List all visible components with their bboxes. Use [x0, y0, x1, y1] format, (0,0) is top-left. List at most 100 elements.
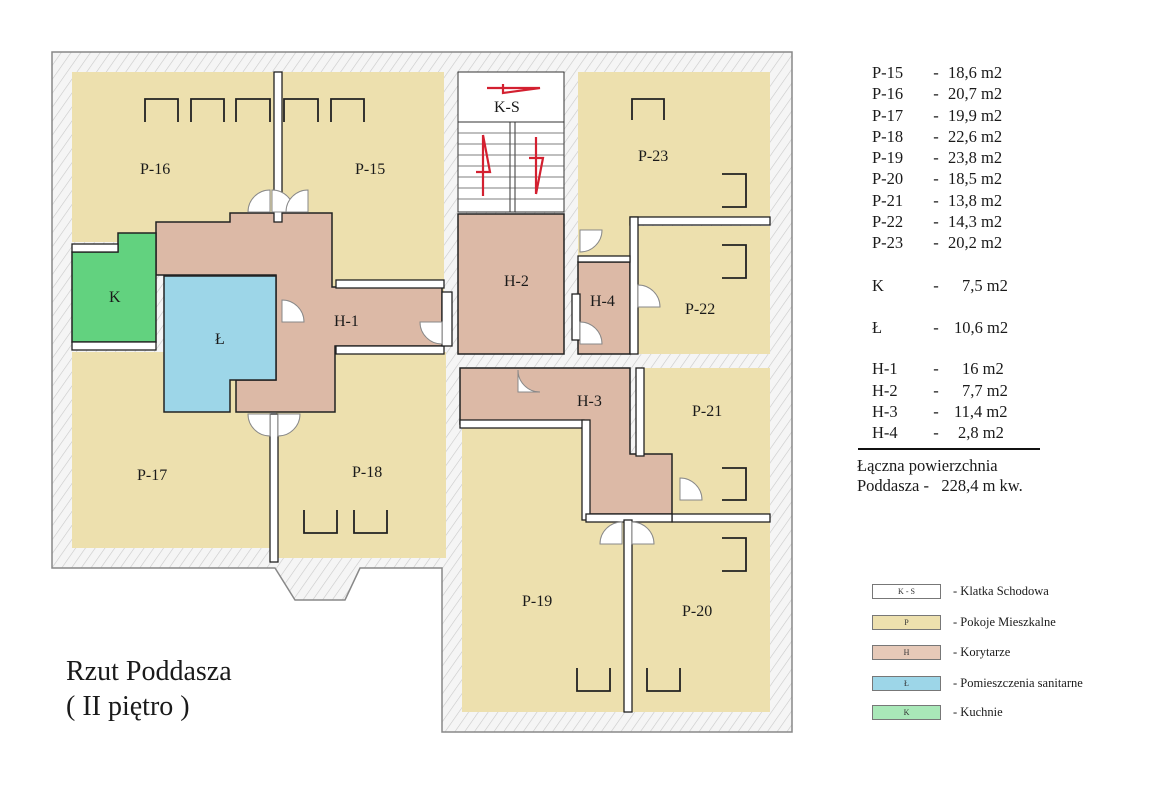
- area-code: H-2: [872, 380, 898, 400]
- label-ks: K-S: [494, 99, 520, 116]
- door-swings: [247, 189, 703, 545]
- area-row: P-19 -23,8 m2: [872, 147, 1042, 168]
- area-value: 14,3 m2: [948, 212, 1003, 232]
- area-code: P-18: [872, 126, 904, 146]
- hall-h2: [457, 213, 565, 355]
- label-p22: P-22: [685, 301, 715, 318]
- label-p17: P-17: [137, 467, 167, 484]
- area-dash: -: [933, 380, 939, 400]
- total-value: Poddasza - 228,4 m kw.: [857, 476, 1023, 495]
- area-code: P-17: [872, 105, 904, 125]
- legend-label: - Kuchnie: [953, 705, 1003, 719]
- area-row: P-23 -20,2 m2: [872, 232, 1042, 253]
- legend-label: - Klatka Schodowa: [953, 584, 1049, 598]
- label-h1: H-1: [334, 313, 359, 330]
- area-value: 18,5 m2: [948, 169, 1003, 189]
- label-p21: P-21: [692, 403, 722, 420]
- area-code: P-22: [872, 212, 904, 232]
- area-value: 11,4 m2: [954, 401, 1008, 421]
- legend-item-rooms: P - Pokoje Mieszkalne: [872, 615, 1056, 630]
- kitchen-bath: [71, 232, 277, 413]
- legend-swatch: K: [872, 705, 941, 720]
- area-code: P-23: [872, 233, 904, 253]
- room-p23: [578, 72, 770, 217]
- area-dash: -: [933, 423, 939, 443]
- area-row-kitchen: K - 7,5 m2: [872, 275, 1042, 296]
- label-p20: P-20: [682, 603, 712, 620]
- label-h3: H-3: [577, 393, 602, 410]
- area-code: Ł: [872, 317, 883, 337]
- legend-item-kitchens: K - Kuchnie: [872, 705, 1003, 720]
- room-labels: P-16 P-15 K Ł H-1 P-17 P-18 K-S H-2 H-4 …: [109, 99, 722, 620]
- area-row: P-15 -18,6 m2: [872, 62, 1042, 83]
- area-dash: -: [933, 190, 939, 210]
- area-value: 10,6 m2: [954, 317, 1009, 337]
- area-row: H-1 - 16 m2: [872, 358, 1042, 379]
- area-dash: -: [933, 401, 939, 421]
- area-value: 20,7 m2: [948, 84, 1003, 104]
- stairwell: [457, 71, 565, 213]
- area-value: 19,9 m2: [948, 105, 1003, 125]
- area-row: P-22 -14,3 m2: [872, 211, 1042, 232]
- area-row: P-20 -18,5 m2: [872, 168, 1042, 189]
- area-dash: -: [933, 359, 939, 379]
- area-row: P-18 -22,6 m2: [872, 126, 1042, 147]
- label-p23: P-23: [638, 148, 668, 165]
- floor-plan: P-16 P-15 K Ł H-1 P-17 P-18 K-S H-2 H-4 …: [51, 51, 793, 733]
- legend-swatch: K - S: [872, 584, 941, 599]
- label-p16: P-16: [140, 161, 170, 178]
- area-dash: -: [933, 63, 939, 82]
- room-p16: [72, 72, 278, 232]
- area-code: P-20: [872, 169, 904, 189]
- area-value: 16 m2: [962, 359, 1004, 379]
- label-h2: H-2: [504, 273, 529, 290]
- area-code: H-1: [872, 359, 898, 379]
- legend-swatch: P: [872, 615, 941, 630]
- total-divider: [858, 448, 1040, 450]
- area-value: 22,6 m2: [948, 126, 1003, 146]
- plan-title: Rzut Poddasza ( II piętro ): [66, 654, 232, 724]
- area-value: 13,8 m2: [948, 190, 1003, 210]
- area-value: 23,8 m2: [948, 148, 1003, 168]
- label-p15: P-15: [355, 161, 385, 178]
- total-area: Łączna powierzchnia Poddasza - 228,4 m k…: [857, 456, 1023, 496]
- area-dash: -: [933, 169, 939, 189]
- stair-arrow-icons: [476, 84, 545, 196]
- area-table: P-15-18,6 m2 P-16-20,7 m2 P-17-19,9 m2 P…: [872, 62, 1042, 443]
- area-dash: -: [933, 275, 939, 295]
- area-dash: -: [933, 105, 939, 125]
- area-row-bath: Ł -10,6 m2: [872, 317, 1042, 338]
- area-dash: -: [933, 126, 939, 146]
- furniture-marks: [144, 98, 747, 692]
- area-row: P-21 -13,8 m2: [872, 190, 1042, 211]
- total-label: Łączna powierzchnia: [857, 456, 998, 475]
- area-dash: -: [933, 148, 939, 168]
- legend-label: - Korytarze: [953, 645, 1011, 659]
- legend-swatch: Ł: [872, 676, 941, 691]
- area-row: H-4-2,8 m2: [872, 422, 1042, 443]
- label-p18: P-18: [352, 464, 382, 481]
- area-value: 2,8 m2: [958, 423, 1004, 443]
- area-dash: -: [933, 84, 939, 104]
- area-dash: -: [933, 212, 939, 232]
- area-row: H-3 -11,4 m2: [872, 401, 1042, 422]
- area-value: 20,2 m2: [948, 233, 1003, 253]
- area-code: P-21: [872, 190, 904, 210]
- area-code: P-19: [872, 148, 904, 168]
- inner-walls: [71, 71, 771, 713]
- label-p19: P-19: [522, 593, 552, 610]
- area-dash: -: [933, 317, 939, 337]
- area-code: P-15: [872, 63, 904, 82]
- area-value: 7,7 m2: [962, 380, 1008, 400]
- legend-item-stairs: K - S - Klatka Schodowa: [872, 584, 1049, 599]
- area-code: K: [872, 275, 884, 295]
- area-row: P-16-20,7 m2: [872, 83, 1042, 104]
- plan-title-line1: Rzut Poddasza: [66, 656, 232, 687]
- area-row: H-2 - 7,7 m2: [872, 380, 1042, 401]
- legend-swatch: H: [872, 645, 941, 660]
- area-code: H-3: [872, 401, 898, 421]
- area-dash: -: [933, 233, 939, 253]
- room-p22: [638, 226, 770, 354]
- area-value: 7,5 m2: [962, 275, 1008, 295]
- area-value: 18,6 m2: [948, 63, 1003, 82]
